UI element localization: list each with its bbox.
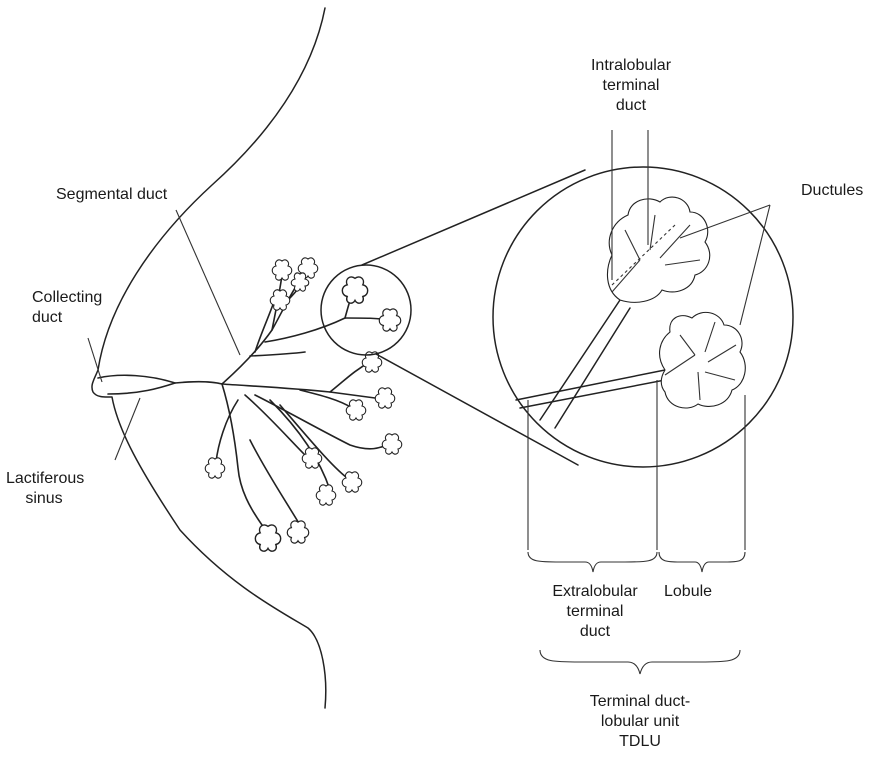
tdlu-bracket bbox=[540, 650, 740, 674]
upper-lobule bbox=[607, 197, 709, 302]
lactiferous-leader bbox=[115, 398, 140, 460]
label-lactiferous-sinus: Lactiferous sinus bbox=[6, 469, 82, 509]
breast-outline bbox=[92, 8, 326, 708]
label-ductules: Ductules bbox=[801, 181, 863, 201]
label-tdlu: Terminal duct- lobular unit TDLU bbox=[575, 692, 705, 752]
magnifier-small-circle bbox=[321, 265, 411, 355]
main-duct bbox=[175, 382, 222, 384]
lobule-bracket bbox=[659, 552, 745, 572]
label-extralobular: Extralobular terminal duct bbox=[530, 582, 660, 642]
label-segmental-duct: Segmental duct bbox=[56, 185, 167, 205]
nipple-sinus bbox=[98, 375, 175, 394]
lower-lobule bbox=[660, 312, 746, 408]
label-lobule: Lobule bbox=[664, 582, 712, 602]
extralobular-bracket bbox=[528, 552, 657, 572]
label-collecting-duct: Collecting duct bbox=[32, 288, 102, 328]
label-intralobular: Intralobular terminal duct bbox=[566, 56, 696, 116]
segmental-leader bbox=[176, 210, 240, 355]
enlarged-duct bbox=[540, 300, 630, 428]
magnifier-tangent-upper bbox=[362, 170, 585, 265]
